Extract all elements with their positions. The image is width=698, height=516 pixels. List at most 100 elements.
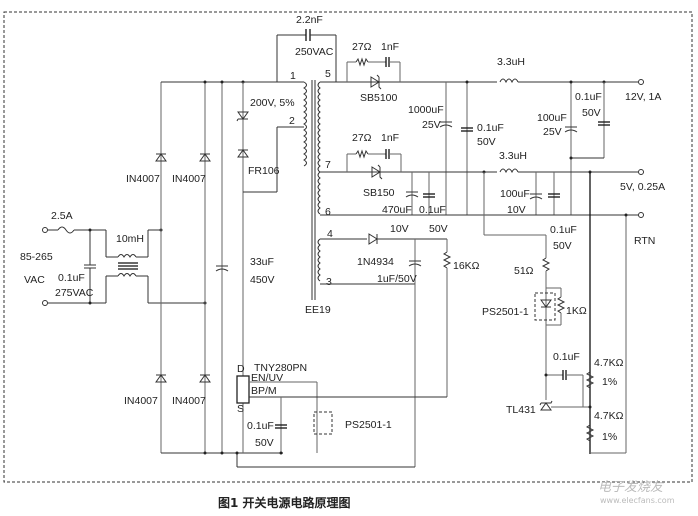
bridge-diode-3-label: IN4007 [124,395,158,407]
12v-cap2-value: 0.1uF [477,122,504,134]
y-capacitor: 2.2nF 250VAC [276,14,337,82]
pin-d-label: D [237,363,245,375]
schematic-border [3,11,693,483]
feedback-cap-label: 0.1uF [553,351,580,363]
tny280pn-chip [236,375,250,404]
pin-7-label: 7 [325,159,331,171]
12v-inductor-label: 3.3uH [497,56,525,68]
12v-cap3-voltage: 25V [543,126,562,138]
resistor-icon [556,296,566,314]
diode-icon [155,374,167,383]
5v-cap4-value: 0.1uF [550,224,577,236]
clamp-circuit: 200V, 5% FR106 [236,82,304,453]
transformer: 1 2 5 7 6 4 3 EE19 [282,68,333,316]
clamp-zener-label: 200V, 5% [250,97,295,109]
input-voltage-label-2: VAC [24,274,45,286]
bp-cap-value: 0.1uF [247,420,274,432]
bulk-cap-value: 33uF [250,256,274,268]
5v-output-label: 5V, 0.25A [620,181,665,193]
rtn-terminal [638,212,644,218]
input-voltage-label-1: 85-265 [20,251,53,263]
pin-1-label: 1 [290,70,296,82]
controller-label: TNY280PN [254,362,307,374]
12v-output-label: 12V, 1A [625,91,661,103]
input-stage: 2.5A 85-265 VAC 0.1uF 275VAC 10mH [20,210,207,306]
common-mode-choke-icon [117,254,138,277]
tl431-label: TL431 [506,404,536,416]
primary-winding-icon [303,81,307,167]
pin-5-label: 5 [325,68,331,80]
pin-6-label: 6 [325,206,331,218]
fuse-icon [57,226,75,234]
transformer-label: EE19 [305,304,331,316]
5v-cap3-voltage: 10V [507,204,526,216]
5v-cap3-value: 100uF [500,188,530,200]
controller-opto-label: PS2501-1 [345,419,392,431]
y-cap-value: 2.2nF [296,14,323,26]
12v-output-terminal [638,79,644,85]
bridge-diode-1-label: IN4007 [126,173,160,185]
feedback-r1-label: 51Ω [514,265,534,277]
5v-snubber-c-label: 1nF [381,132,399,144]
secondary-winding-icon [317,81,321,215]
pin-4-label: 4 [327,228,333,240]
bias-resistor-label: 16KΩ [453,260,480,272]
capacitor-icon [564,126,578,133]
resistor-icon [541,257,551,272]
diode-icon [237,149,249,158]
figure-caption: 图1 开关电源电路原理图 [218,496,351,510]
feedback-r2-label: 1KΩ [566,305,587,317]
5v-cap4-voltage: 50V [553,240,572,252]
ac-terminal-bottom [42,300,48,306]
12v-cap4-voltage: 50V [582,107,601,119]
pin-2-label: 2 [289,115,295,127]
watermark-url: www.elecfans.com [600,496,675,505]
bias-diode-label: 1N4934 [357,256,394,268]
y-cap-voltage: 250VAC [295,46,334,58]
output-12v: 27Ω 1nF SB5100 1000uF 25V 0.1uF 50V 3.3u… [320,41,661,215]
bias-circuit: 1N4934 1uF/50V 16KΩ [320,233,480,467]
diode-icon [155,153,167,162]
diode-icon [199,374,211,383]
zener-diode-icon [236,111,249,122]
snubber-resistor-icon [355,57,369,67]
feedback-rtop-tol: 1% [602,376,617,388]
pin-bp-label: BP/M [251,385,277,397]
snubber-resistor-icon [355,149,369,159]
12v-diode-label: SB5100 [360,92,398,104]
capacitor-icon [529,193,543,200]
diode-icon [199,153,211,162]
5v-snubber-r-label: 27Ω [352,132,372,144]
12v-cap2-voltage: 50V [477,136,496,148]
resistor-icon [585,371,595,389]
5v-cap2-value: 0.1uF [419,204,446,216]
bp-cap-voltage: 50V [255,437,274,449]
ac-terminal-top [42,227,48,233]
rtn-label: RTN [634,235,655,247]
bulk-cap-voltage: 450V [250,274,275,286]
choke-label: 10mH [116,233,144,245]
resistor-icon [585,424,595,442]
resistor-icon [442,251,452,269]
12v-cap1-value: 1000uF [408,104,444,116]
bulk-capacitor-icon [215,265,229,272]
capacitor-icon [405,191,419,198]
feedback-opto-label: PS2501-1 [482,306,529,318]
optocoupler-led-icon [534,292,556,321]
diode-icon [368,233,378,245]
tl431-icon [539,400,553,411]
5v-diode-label: SB150 [363,187,395,199]
bridge-rectifier: IN4007 IN4007 IN4007 IN4007 33uF 450V [124,80,283,455]
fuse-label: 2.5A [51,210,73,222]
capacitor-icon [439,121,453,128]
inductor-icon [499,168,519,174]
5v-cap1-value: 470uF [382,204,412,216]
12v-snubber-c-label: 1nF [381,41,399,53]
pin-s-label: S [237,403,244,415]
feedback-circuit: 51Ω PS2501-1 1KΩ 0.1uF TL431 4.7KΩ 1% 4.… [482,235,624,443]
5v-cap1-voltage: 10V [390,223,409,235]
12v-cap4-value: 0.1uF [575,91,602,103]
12v-snubber-r-label: 27Ω [352,41,372,53]
bridge-diode-2-label: IN4007 [172,173,206,185]
